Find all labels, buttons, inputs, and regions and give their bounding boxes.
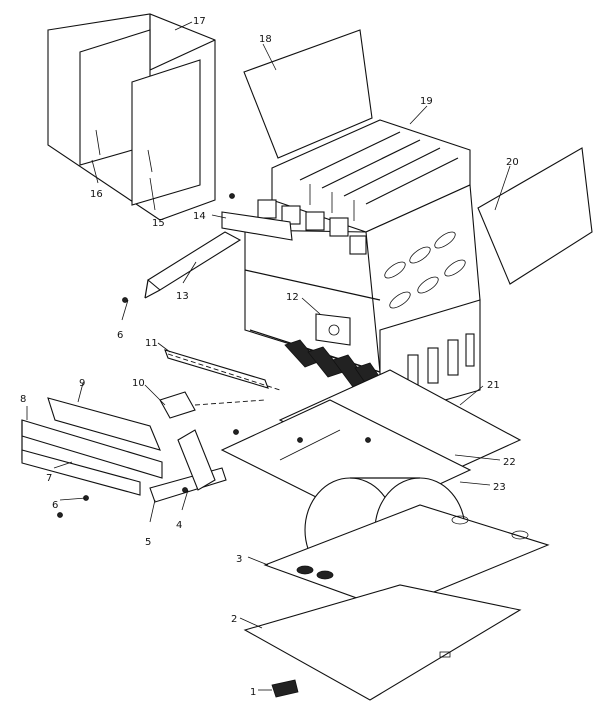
- label-part-6-lower: 6: [52, 500, 58, 511]
- label-part-8: 8: [20, 394, 26, 405]
- label-part-16: 16: [90, 189, 103, 200]
- label-part-22: 22: [503, 457, 516, 468]
- part-18-top-panel: [243, 29, 373, 159]
- part-14-strip: [221, 211, 293, 241]
- part-2-bottom-panel: [243, 584, 522, 701]
- label-part-6-upper: 6: [117, 330, 123, 341]
- label-part-4: 4: [176, 520, 182, 531]
- label-part-2: 2: [231, 614, 237, 625]
- part-1-clip: [271, 679, 299, 698]
- label-part-1: 1: [250, 687, 256, 698]
- label-part-18: 18: [259, 34, 272, 45]
- label-part-23: 23: [493, 482, 506, 493]
- part-19-heat-exchanger: [244, 119, 481, 411]
- part-10-gas-valve: [159, 391, 266, 419]
- label-part-7: 7: [46, 473, 52, 484]
- label-part-21: 21: [487, 380, 500, 391]
- part-4-bracket: [177, 429, 216, 491]
- part-20-side-panel: [477, 147, 593, 285]
- label-part-14: 14: [193, 211, 206, 222]
- part-17-duct-box: [47, 13, 216, 221]
- part-12-control: [315, 313, 351, 346]
- part-7-rail: [21, 449, 141, 496]
- label-part-10: 10: [132, 378, 145, 389]
- screw-markers: [57, 193, 371, 518]
- label-part-15: 15: [152, 218, 165, 229]
- label-part-17: 17: [193, 16, 206, 27]
- label-part-13: 13: [176, 291, 189, 302]
- part-13-bracket: [144, 231, 242, 299]
- label-part-9: 9: [79, 378, 85, 389]
- label-part-5: 5: [145, 537, 151, 548]
- label-part-3: 3: [236, 554, 242, 565]
- leader-lines: [26, 21, 511, 691]
- label-part-19: 19: [420, 96, 433, 107]
- label-part-20: 20: [506, 157, 519, 168]
- label-part-11: 11: [145, 338, 158, 349]
- part-9-rail: [47, 397, 161, 451]
- label-part-12: 12: [286, 292, 299, 303]
- part-11-manifold: [164, 349, 281, 391]
